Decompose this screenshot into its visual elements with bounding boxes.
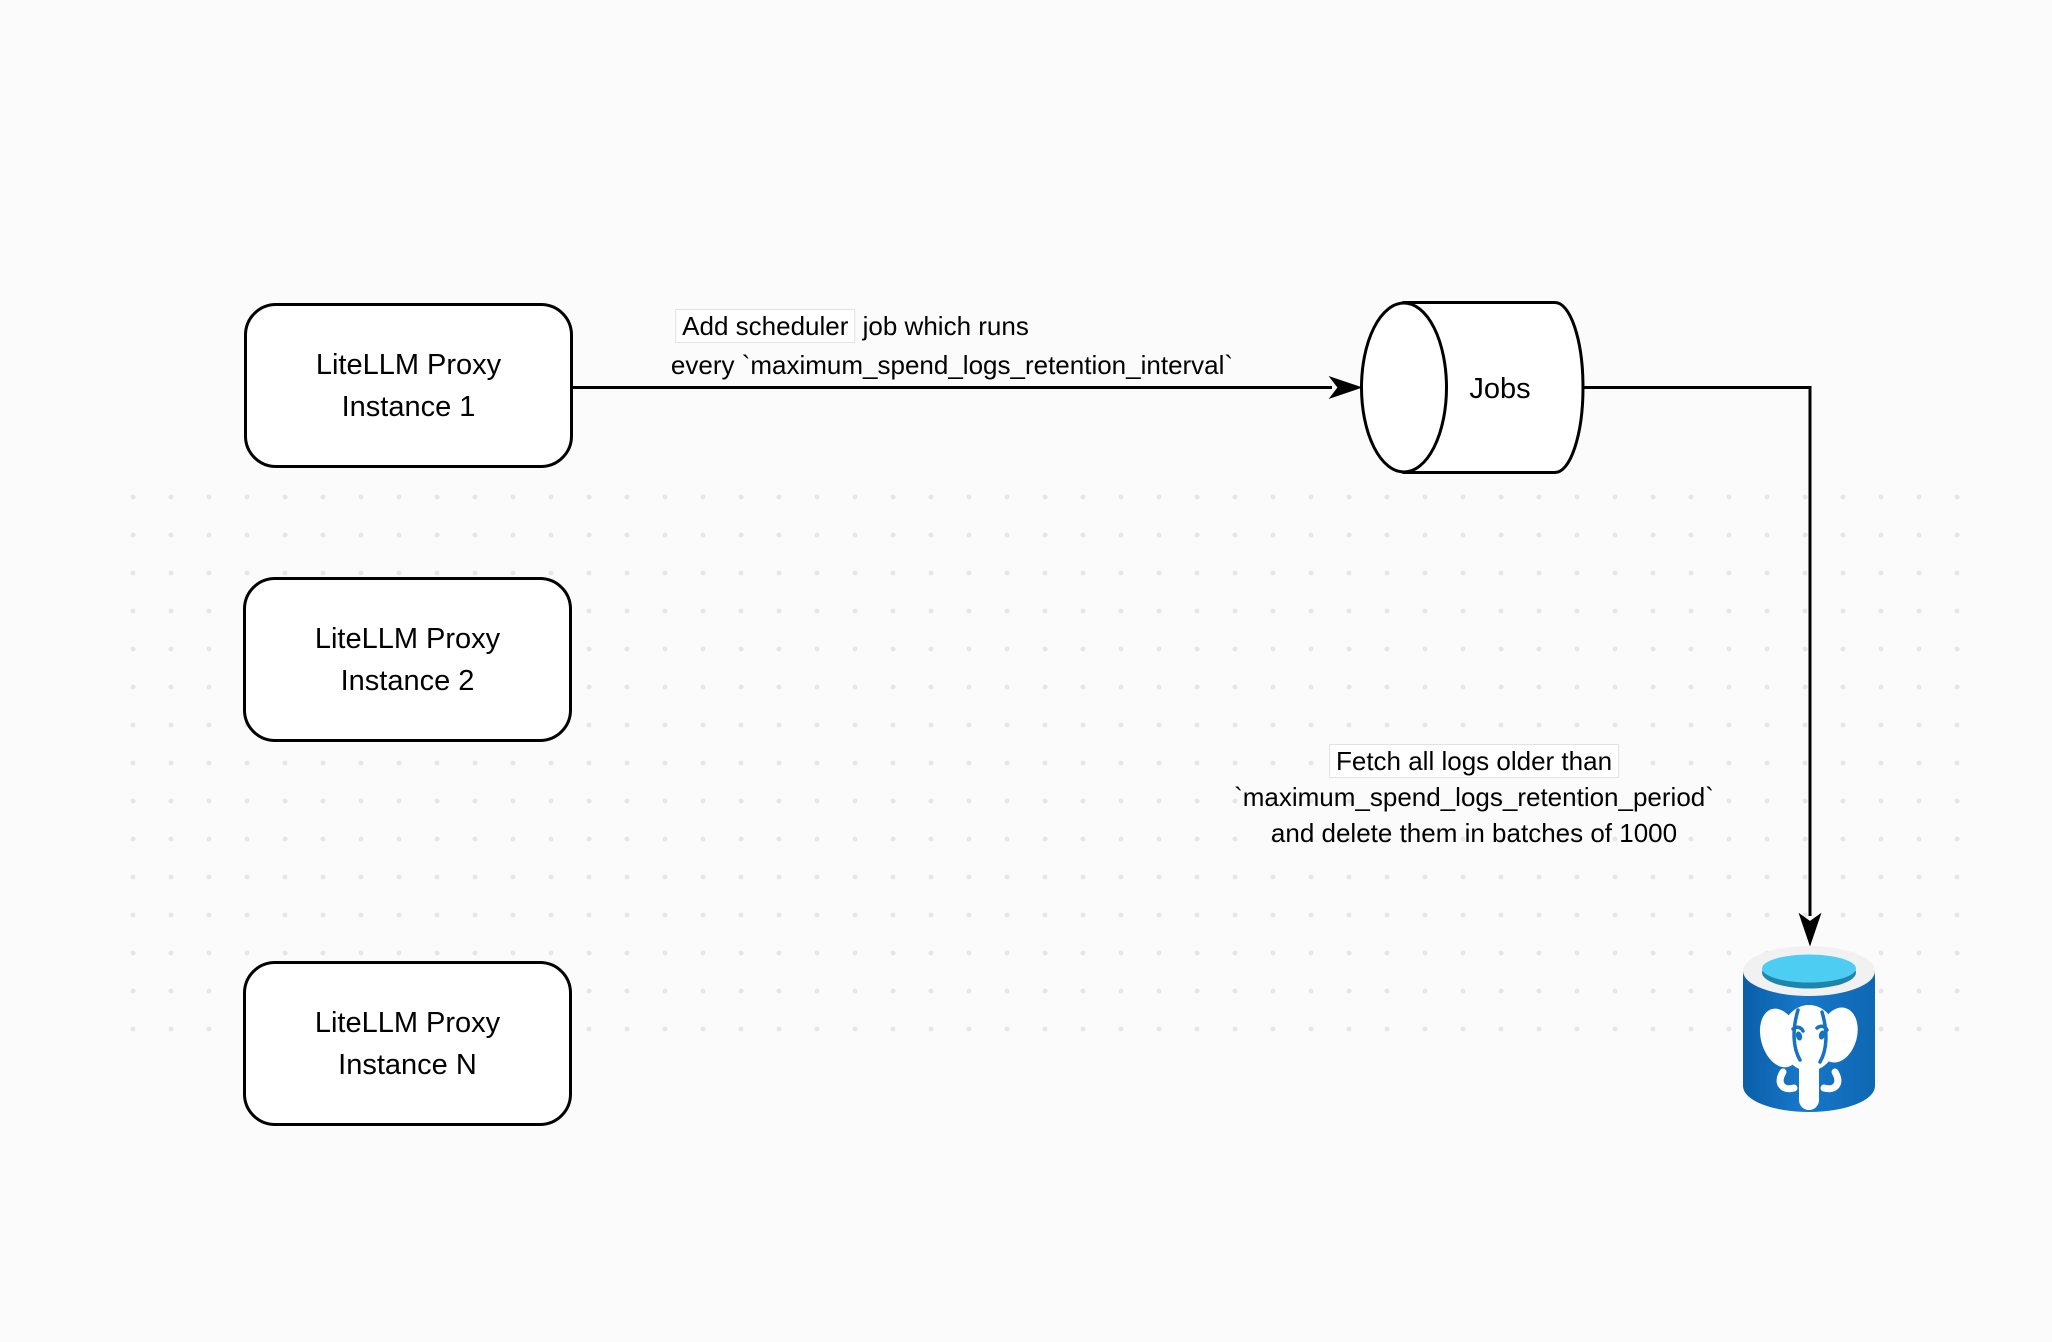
edge-label-text: every `maximum_spend_logs_retention_inte… bbox=[670, 350, 1234, 380]
fetch-arrow-line bbox=[1584, 386, 1812, 916]
edge-label-line1: Fetch all logs older than bbox=[1234, 743, 1714, 779]
node-litellm-proxy-instance-n: LiteLLM Proxy Instance N bbox=[243, 961, 572, 1126]
postgresql-icon bbox=[1743, 946, 1875, 1112]
jobs-cylinder-body bbox=[1402, 301, 1585, 474]
edge-label-add-scheduler-line1: Add scheduler job which runs bbox=[675, 309, 1029, 343]
node-title: LiteLLM Proxy bbox=[314, 1006, 501, 1039]
node-subtitle: Instance 1 bbox=[341, 390, 476, 423]
edge-label-boxed-text: Fetch all logs older than bbox=[1328, 744, 1620, 778]
node-litellm-proxy-instance-1: LiteLLM Proxy Instance 1 bbox=[244, 303, 573, 468]
edge-label-line3: and delete them in batches of 1000 bbox=[1270, 818, 1678, 848]
dot-grid-background bbox=[114, 478, 1976, 1050]
jobs-queue-cylinder: Jobs bbox=[1360, 301, 1585, 474]
postgres-water-surface bbox=[1762, 954, 1856, 983]
node-title: LiteLLM Proxy bbox=[315, 348, 502, 381]
jobs-cylinder-face bbox=[1360, 301, 1448, 474]
node-title: LiteLLM Proxy bbox=[314, 622, 501, 655]
scheduler-arrowhead bbox=[1328, 376, 1363, 399]
edge-label-line2: `maximum_spend_logs_retention_period` bbox=[1234, 782, 1714, 812]
fetch-arrowhead bbox=[1798, 912, 1822, 947]
edge-label-boxed-text: Add scheduler bbox=[675, 309, 856, 343]
jobs-label: Jobs bbox=[1469, 373, 1530, 405]
edge-label-text: job which runs bbox=[855, 311, 1029, 341]
postgres-elephant-icon bbox=[1759, 1005, 1858, 1110]
edge-label-add-scheduler-line2: every `maximum_spend_logs_retention_inte… bbox=[671, 348, 1233, 382]
edge-label-fetch-delete: Fetch all logs older than `maximum_spend… bbox=[1234, 743, 1714, 851]
node-litellm-proxy-instance-2: LiteLLM Proxy Instance 2 bbox=[243, 577, 572, 742]
node-subtitle: Instance 2 bbox=[340, 664, 475, 697]
node-subtitle: Instance N bbox=[338, 1048, 477, 1081]
